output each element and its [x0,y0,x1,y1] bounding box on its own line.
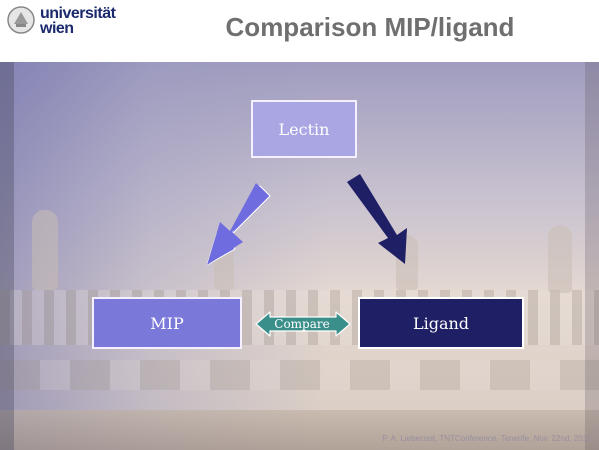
logo-line-2: wien [40,20,74,37]
university-logo: universität wien [6,4,146,48]
background-left-shade [0,60,14,450]
compare-label: Compare [274,317,330,331]
node-lectin: Lectin [251,100,357,158]
background-base [0,410,599,450]
logo-wordmark: universität wien [40,5,116,37]
university-seal-icon [7,6,35,34]
arrow-lectin-to-mip [206,183,271,266]
node-mip: MIP [92,297,242,349]
background-statue [32,210,58,290]
compare-double-arrow [255,311,351,337]
background-right-shade [585,60,599,450]
background-statue [548,225,572,293]
slide-title: Comparison MIP/ligand [225,12,515,42]
footer-text: P. A. Lieberzeit, TNTConference, Tenerif… [382,434,591,443]
slide-header: universität wien Comparison MIP/ligand [0,0,599,62]
node-ligand: Ligand [358,297,524,349]
arrow-lectin-to-ligand [347,174,407,264]
logo-line-1: universität [40,5,116,22]
slide-footer: P. A. Lieberzeit, TNTConference, Tenerif… [382,434,591,443]
background-frieze [0,360,599,390]
